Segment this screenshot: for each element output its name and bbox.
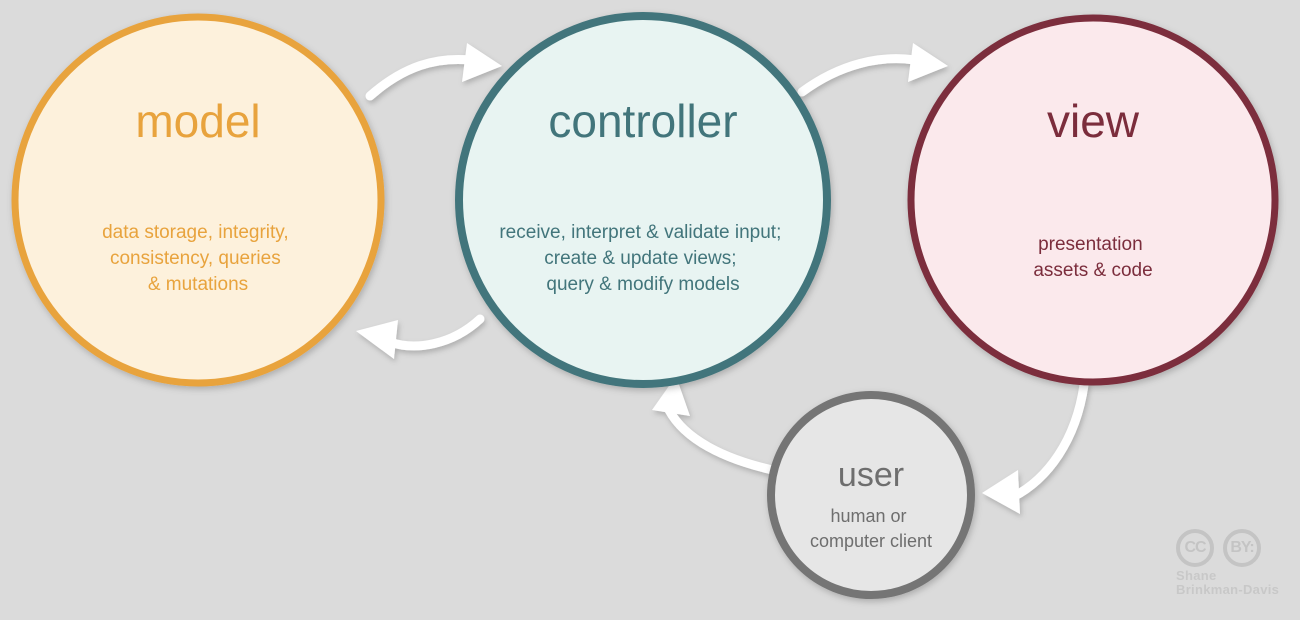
model-desc-line-1: data storage, integrity, (102, 222, 289, 243)
edge-controller-to-model (356, 314, 485, 359)
node-model[interactable]: model data storage, integrity, consisten… (11, 13, 385, 387)
view-description: presentation assets & code (1033, 234, 1152, 281)
controller-desc-line-3: query & modify models (546, 274, 739, 295)
model-description: data storage, integrity, consistency, qu… (102, 222, 294, 295)
model-desc-line-3: & mutations (148, 274, 248, 295)
user-desc-line-2: computer client (810, 531, 932, 551)
node-controller[interactable]: controller receive, interpret & validate… (455, 12, 831, 388)
controller-circle[interactable] (455, 12, 831, 388)
user-title: user (838, 456, 904, 494)
model-title: model (135, 95, 260, 147)
view-desc-line-1: presentation (1038, 234, 1143, 255)
controller-desc-line-2: create & update views; (544, 248, 736, 269)
node-user[interactable]: user human or computer client (767, 391, 975, 599)
user-circle[interactable] (767, 391, 975, 599)
edge-model-to-controller (365, 43, 502, 101)
user-desc-line-1: human or (830, 506, 906, 526)
view-title: view (1047, 95, 1140, 147)
view-desc-line-2: assets & code (1033, 260, 1152, 281)
edge-view-to-user (982, 380, 1089, 514)
user-description: human or computer client (810, 506, 932, 551)
model-desc-line-2: consistency, queries (110, 248, 281, 269)
view-circle[interactable] (907, 14, 1279, 386)
controller-desc-line-1: receive, interpret & validate input; (499, 222, 781, 243)
edge-controller-to-view (797, 43, 948, 97)
model-circle[interactable] (11, 13, 385, 387)
controller-description: receive, interpret & validate input; cre… (499, 222, 786, 295)
controller-title: controller (548, 95, 737, 147)
node-view[interactable]: view presentation assets & code (907, 14, 1279, 386)
edge-user-to-controller (652, 376, 787, 477)
